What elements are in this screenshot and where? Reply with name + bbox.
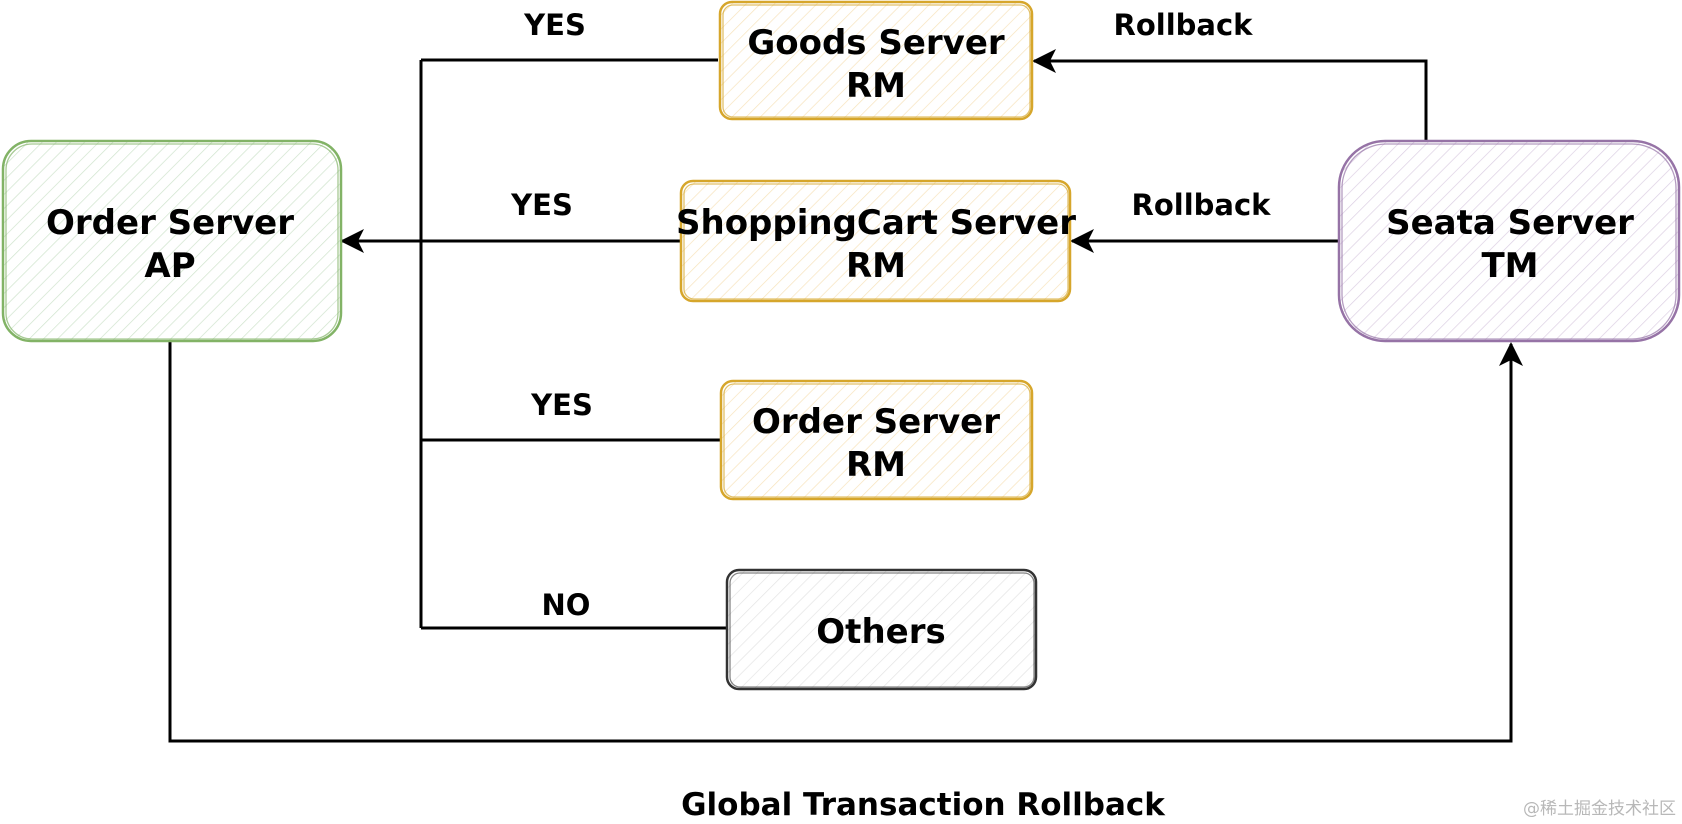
label-order-vote: YES (530, 388, 593, 422)
label-rollback-cart: Rollback (1132, 188, 1272, 222)
label-goods-vote: YES (523, 8, 586, 42)
label-cart-vote: YES (510, 188, 573, 222)
cart-rm-line2: RM (846, 246, 906, 286)
order-ap-line1: Order Server (46, 203, 294, 243)
edge-ap-to-tm (168, 342, 1523, 743)
order-rm-line2: RM (846, 445, 906, 485)
label-others-vote: NO (542, 588, 591, 622)
node-others: Others (725, 568, 1038, 691)
node-seata-tm: Seata Server TM (1337, 139, 1681, 343)
node-goods-rm: Goods Server RM (718, 0, 1034, 121)
cart-rm-line1: ShoppingCart Server (676, 203, 1076, 243)
goods-rm-line2: RM (846, 66, 906, 106)
node-order-rm: Order Server RM (719, 379, 1034, 501)
others-label: Others (816, 612, 945, 652)
label-rollback-goods: Rollback (1114, 8, 1254, 42)
seata-tm-line1: Seata Server (1386, 203, 1634, 243)
watermark: @稀土掘金技术社区 (1523, 799, 1676, 819)
diagram-caption: Global Transaction Rollback (681, 787, 1166, 823)
edge-rollback-goods (1032, 49, 1428, 140)
goods-rm-line1: Goods Server (747, 23, 1005, 63)
node-order-ap: Order Server AP (1, 139, 343, 343)
order-ap-line2: AP (144, 246, 195, 286)
order-rm-line1: Order Server (752, 402, 1000, 442)
node-cart-rm: ShoppingCart Server RM (676, 179, 1076, 303)
seata-tm-line2: TM (1481, 246, 1538, 286)
